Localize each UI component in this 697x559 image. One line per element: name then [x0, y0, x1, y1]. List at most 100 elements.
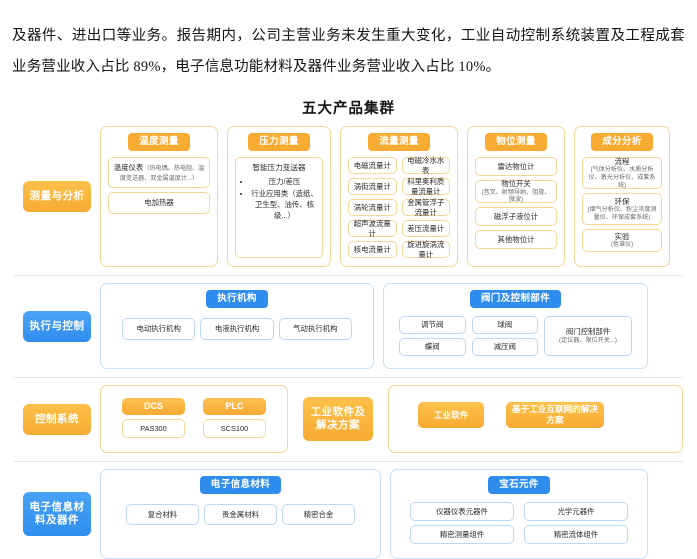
panel-head-electronic-material[interactable]: 电子信息材料	[200, 476, 281, 494]
control-pair-dcs: DCS PAS300	[122, 398, 185, 438]
chip-level-device[interactable]: 磁浮子液位计	[475, 207, 557, 226]
chip-material[interactable]: 复合材料	[126, 504, 199, 525]
row-panels: DCS PAS300 PLC SCS100 工业软件及解决方案 工业软件	[100, 385, 683, 453]
chip-flowmeter[interactable]: 电磁冷水水表	[402, 157, 451, 174]
chip-material[interactable]: 贵金属材料	[204, 504, 277, 525]
row-panels: 温度测量 温度仪表（热电偶、热电阻、温度变送器、双金属温度计...） 电加热器 …	[100, 126, 683, 267]
panel-actuator: 执行机构 电动执行机构 电液执行机构 气动执行机构	[100, 283, 374, 369]
chip-industrial-software[interactable]: 工业软件	[418, 402, 484, 428]
chip-smart-pressure-transmitter[interactable]: 智能压力变送器 压力/差压 行业应用类（造纸、卫生型、油传、核级...）	[235, 157, 323, 258]
row-label-electronic-materials[interactable]: 电子信息材料及器件	[23, 492, 91, 536]
chip-valve[interactable]: 减压阀	[472, 338, 539, 356]
panel-body: 流程(气体分析仪、水质分析仪、激光分析仪、成套系统) 环保(烟气分析仪、粉尘浓度…	[582, 157, 662, 252]
chip-title: 智能压力变送器	[240, 163, 318, 173]
diagram-row-control-system: 控制系统 DCS PAS300 PLC SCS100	[14, 385, 683, 453]
chip-valve-control-parts[interactable]: 阀门控制部件(定位器、限位开关...)	[544, 316, 632, 356]
chip-flowmeter[interactable]: 核电流量计	[348, 241, 397, 258]
chip-dcs[interactable]: DCS	[122, 398, 185, 415]
chip-main: 实验	[615, 232, 630, 241]
row-divider	[14, 275, 683, 276]
panel-head-temperature[interactable]: 温度测量	[128, 133, 190, 151]
chip-material[interactable]: 精密合金	[282, 504, 355, 525]
chip-electric-heater[interactable]: 电加热器	[108, 192, 210, 214]
chip-main: 环保	[615, 197, 630, 206]
chip-flowmeter[interactable]: 超声波流量计	[348, 220, 397, 237]
chip-main: 温度仪表	[114, 163, 144, 172]
bullet-item: 行业应用类（造纸、卫生型、油传、核级...）	[251, 188, 318, 221]
chip-main: 流程	[615, 157, 630, 166]
chip-analysis-process[interactable]: 流程(气体分析仪、水质分析仪、激光分析仪、成套系统)	[582, 157, 662, 189]
panel-body: 复合材料 贵金属材料 精密合金	[108, 500, 373, 533]
panel-head-actuator[interactable]: 执行机构	[206, 290, 268, 308]
chip-flowmeter[interactable]: 科里奥利质量流量计	[402, 178, 451, 195]
chip-gem[interactable]: 光学元器件	[524, 502, 628, 521]
chip-note: (定位器、限位开关...)	[559, 337, 617, 345]
row-panels: 电子信息材料 复合材料 贵金属材料 精密合金 宝石元件 仪器仪表元器件 光学元器…	[100, 469, 683, 559]
chip-iiot-solution[interactable]: 基于工业互联网的解决方案	[506, 402, 604, 428]
panel-gem-component: 宝石元件 仪器仪表元器件 光学元器件 精密测量组件 精密流体组件	[390, 469, 648, 559]
row-label-industrial-software[interactable]: 工业软件及解决方案	[303, 397, 373, 441]
panel-head-pressure[interactable]: 压力测量	[248, 133, 310, 151]
chip-flowmeter[interactable]: 差压流量计	[402, 220, 451, 237]
chip-flowmeter[interactable]: 旋进旋涡流量计	[402, 241, 451, 258]
row-label-measurement[interactable]: 测量与分析	[23, 181, 91, 212]
row-label-wrap: 执行与控制	[14, 283, 100, 369]
panel-level: 物位测量 雷达物位计 物位开关(音叉、射频导纳、阻旋、微波) 磁浮子液位计 其他…	[467, 126, 565, 267]
row-panels: 执行机构 电动执行机构 电液执行机构 气动执行机构 阀门及控制部件 调节阀 球阀…	[100, 283, 683, 369]
row-label-control-system[interactable]: 控制系统	[23, 404, 91, 435]
chip-flowmeter[interactable]: 金属管浮子流量计	[402, 199, 451, 216]
panel-industrial-software: 工业软件 基于工业互联网的解决方案	[388, 385, 683, 453]
row-divider	[14, 461, 683, 462]
panel-body: 电磁流量计 电磁冷水水表 涡街流量计 科里奥利质量流量计 涡轮流量计 金属管浮子…	[348, 157, 450, 258]
diagram-row-actuation: 执行与控制 执行机构 电动执行机构 电液执行机构 气动执行机构 阀门及控制部件 …	[14, 283, 683, 369]
chip-actuator[interactable]: 电液执行机构	[200, 318, 273, 340]
panel-flow: 流量测量 电磁流量计 电磁冷水水表 涡街流量计 科里奥利质量流量计 涡轮流量计 …	[340, 126, 458, 267]
row-label-wrap: 工业软件及解决方案	[297, 385, 379, 453]
chip-level-device[interactable]: 雷达物位计	[475, 157, 557, 176]
chip-valve[interactable]: 蝶阀	[399, 338, 466, 356]
chip-actuator[interactable]: 电动执行机构	[122, 318, 195, 340]
panel-body: 工业软件 基于工业互联网的解决方案	[396, 392, 675, 438]
diagram-row-electronic-materials: 电子信息材料及器件 电子信息材料 复合材料 贵金属材料 精密合金 宝石元件 仪器…	[14, 469, 683, 559]
chip-pas300[interactable]: PAS300	[122, 419, 185, 438]
panel-head-valve[interactable]: 阀门及控制部件	[470, 290, 561, 308]
panel-head-flow[interactable]: 流量测量	[368, 133, 430, 151]
chip-level-device[interactable]: 物位开关(音叉、射频导纳、阻旋、微波)	[475, 180, 557, 203]
chip-flowmeter[interactable]: 涡街流量计	[348, 178, 397, 195]
chip-scs100[interactable]: SCS100	[203, 419, 266, 438]
panel-body: 调节阀 球阀 蝶阀 减压阀 阀门控制部件(定位器、限位开关...)	[391, 314, 640, 360]
chip-valve[interactable]: 球阀	[472, 316, 539, 334]
chip-analysis-environment[interactable]: 环保(烟气分析仪、粉尘浓度测量仪、环保成套系统)	[582, 193, 662, 225]
chip-note: (气体分析仪、水质分析仪、激光分析仪、成套系统)	[587, 166, 657, 189]
chip-actuator[interactable]: 气动执行机构	[279, 318, 352, 340]
chip-gem[interactable]: 精密测量组件	[410, 525, 514, 544]
chip-main: 物位开关	[501, 179, 531, 188]
panel-composition-analysis: 成分分析 流程(气体分析仪、水质分析仪、激光分析仪、成套系统) 环保(烟气分析仪…	[574, 126, 670, 267]
panel-head-composition[interactable]: 成分分析	[591, 133, 653, 151]
chip-flowmeter[interactable]: 涡轮流量计	[348, 199, 397, 216]
body-paragraph: 及器件、进出口等业务。报告期内，公司主营业务未发生重大变化，工业自动控制系统装置…	[0, 15, 697, 83]
chip-flowmeter[interactable]: 电磁流量计	[348, 157, 397, 174]
chip-main: 阀门控制部件	[566, 327, 610, 336]
panel-body: 雷达物位计 物位开关(音叉、射频导纳、阻旋、微波) 磁浮子液位计 其他物位计	[475, 157, 557, 249]
chip-level-device[interactable]: 其他物位计	[475, 230, 557, 249]
row-divider	[14, 377, 683, 378]
panel-pressure: 压力测量 智能压力变送器 压力/差压 行业应用类（造纸、卫生型、油传、核级...…	[227, 126, 331, 267]
figure-title: 五大产品集群	[0, 97, 697, 118]
row-label-wrap: 控制系统	[14, 385, 100, 453]
panel-head-gem-component[interactable]: 宝石元件	[488, 476, 550, 494]
bullet-list: 压力/差压 行业应用类（造纸、卫生型、油传、核级...）	[240, 176, 318, 221]
chip-temperature-instrument[interactable]: 温度仪表（热电偶、热电阻、温度变送器、双金属温度计...）	[108, 157, 210, 188]
valve-grid: 调节阀 球阀 蝶阀 减压阀	[399, 316, 538, 356]
chip-analysis-lab[interactable]: 实验(色谱仪)	[582, 229, 662, 252]
chip-note: (音叉、射频导纳、阻旋、微波)	[480, 189, 552, 204]
chip-gem[interactable]: 仪器仪表元器件	[410, 502, 514, 521]
chip-note: (烟气分析仪、粉尘浓度测量仪、环保成套系统)	[587, 206, 657, 221]
panel-body: DCS PAS300 PLC SCS100	[108, 392, 280, 444]
chip-plc[interactable]: PLC	[203, 398, 266, 415]
panel-head-level[interactable]: 物位测量	[485, 133, 547, 151]
chip-gem[interactable]: 精密流体组件	[524, 525, 628, 544]
chip-valve[interactable]: 调节阀	[399, 316, 466, 334]
panel-body: 温度仪表（热电偶、热电阻、温度变送器、双金属温度计...） 电加热器	[108, 157, 210, 214]
row-label-actuation[interactable]: 执行与控制	[23, 311, 91, 342]
